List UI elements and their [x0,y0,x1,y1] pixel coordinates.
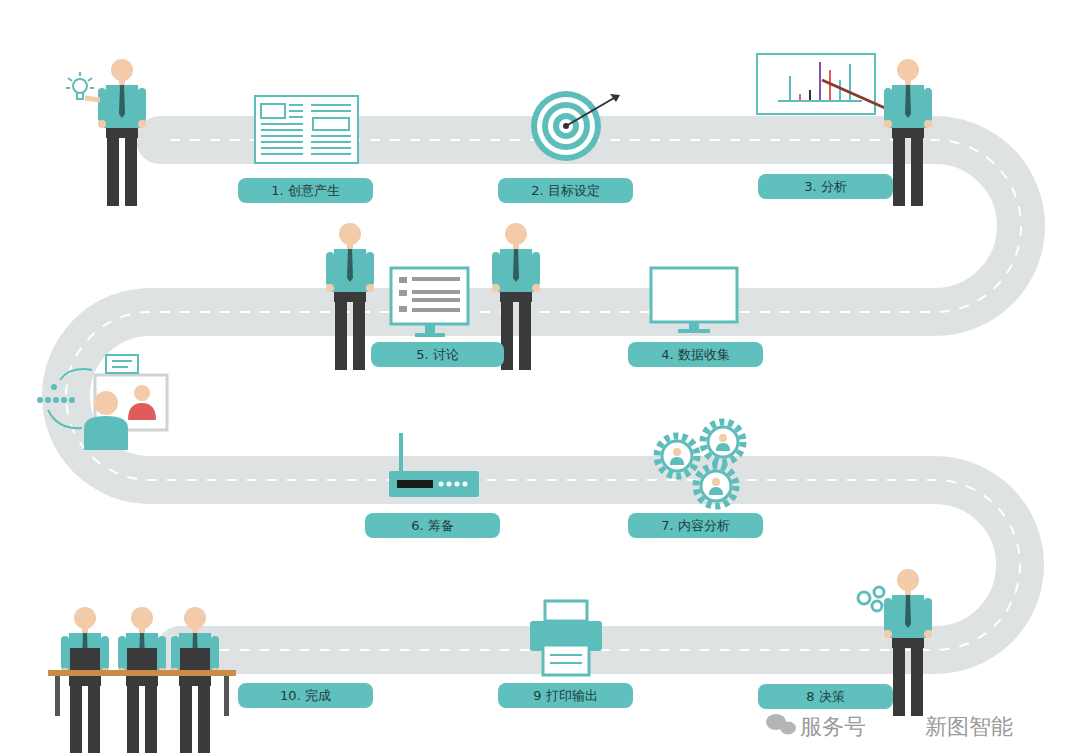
step-label: 4. 数据收集 [628,342,763,367]
step-text: 10. 完成 [280,687,331,705]
step-text: 1. 创意产生 [271,182,340,200]
step-text: 8 决策 [806,688,844,706]
step-label: 5. 讨论 [371,342,504,367]
step-text: 6. 筹备 [411,517,454,535]
step-text: 9 打印输出 [533,687,597,705]
step-label: 10. 完成 [238,683,373,708]
step-label: 1. 创意产生 [238,178,373,203]
step-label: 3. 分析 [758,174,893,199]
watermark: 服务号 [800,712,866,742]
step-text: 3. 分析 [804,178,847,196]
step-text: 4. 数据收集 [661,346,730,364]
step-label: 9 打印输出 [498,683,633,708]
step-label: 2. 目标设定 [498,178,633,203]
step-text: 7. 内容分析 [661,517,730,535]
watermark: 新图智能 [925,712,1013,742]
step-text: 5. 讨论 [416,346,459,364]
step-label: 6. 筹备 [365,513,500,538]
step-label: 7. 内容分析 [628,513,763,538]
step-label: 8 决策 [758,684,893,709]
step-text: 2. 目标设定 [531,182,600,200]
